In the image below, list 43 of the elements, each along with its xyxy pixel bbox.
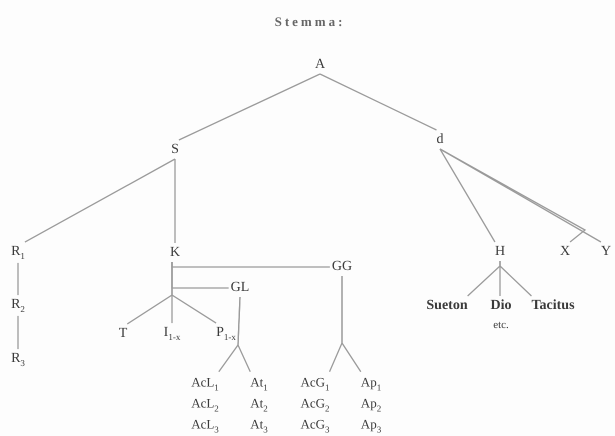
stemma-label: R$_{3}$	[11, 351, 25, 369]
stemma-label: d	[436, 132, 444, 148]
stemma-line	[178, 73, 320, 141]
stemma-label: R$_{1}$	[11, 244, 25, 262]
stemma-label: GL	[230, 280, 250, 296]
stemma-label: A	[314, 57, 326, 73]
stemma-label: P$_{1-x}$	[216, 325, 236, 343]
manuscript-siglum: At$_{2}$	[250, 394, 268, 416]
manuscript-siglum: AcL$_{1}$	[191, 374, 219, 394]
stemma-label: K	[170, 245, 180, 261]
stemma-label: GG	[332, 259, 352, 275]
stemma-line	[320, 73, 437, 131]
stemma-line	[439, 148, 496, 242]
manuscript-siglum: Ap$_{1}$	[360, 374, 382, 394]
manuscript-siglum: At$_{3}$	[250, 415, 268, 436]
stemma-label: X	[560, 244, 570, 260]
stemma-label: I$_{1-x}$	[164, 325, 180, 343]
stemma-label: T	[118, 326, 128, 342]
stemma-label: S	[171, 142, 179, 158]
stemma-label: Y	[600, 244, 612, 260]
stemma-line	[237, 296, 251, 372]
manuscript-siglum: AcG$_{2}$	[300, 394, 330, 416]
diagram-title: Stemma:	[274, 14, 346, 30]
manuscript-siglum: At$_{1}$	[250, 374, 268, 394]
stemma-line	[174, 159, 176, 243]
stemma-line	[24, 158, 176, 243]
stemma-line	[17, 316, 19, 350]
stemma-label: R$_{2}$	[11, 297, 25, 315]
manuscript-siglum: AcG$_{3}$	[300, 415, 330, 436]
manuscript-siglum: AcG$_{1}$	[300, 374, 330, 394]
note-text: etc.	[493, 320, 509, 331]
stemma-label: H	[494, 244, 506, 260]
manuscript-siglum: Ap$_{3}$	[360, 415, 382, 436]
stemma-line	[499, 261, 532, 296]
stemma-label: Dio	[490, 298, 512, 314]
stemma-line	[341, 276, 362, 372]
stemma-line	[17, 262, 19, 296]
manuscript-siglum: AcL$_{2}$	[191, 394, 219, 416]
stemma-label: Sueton	[426, 298, 468, 314]
manuscript-siglum: AcL$_{3}$	[191, 415, 219, 436]
stemma-label: Tacitus	[531, 298, 575, 314]
stemma-line	[171, 262, 216, 324]
manuscript-siglum: Ap$_{2}$	[360, 394, 382, 416]
